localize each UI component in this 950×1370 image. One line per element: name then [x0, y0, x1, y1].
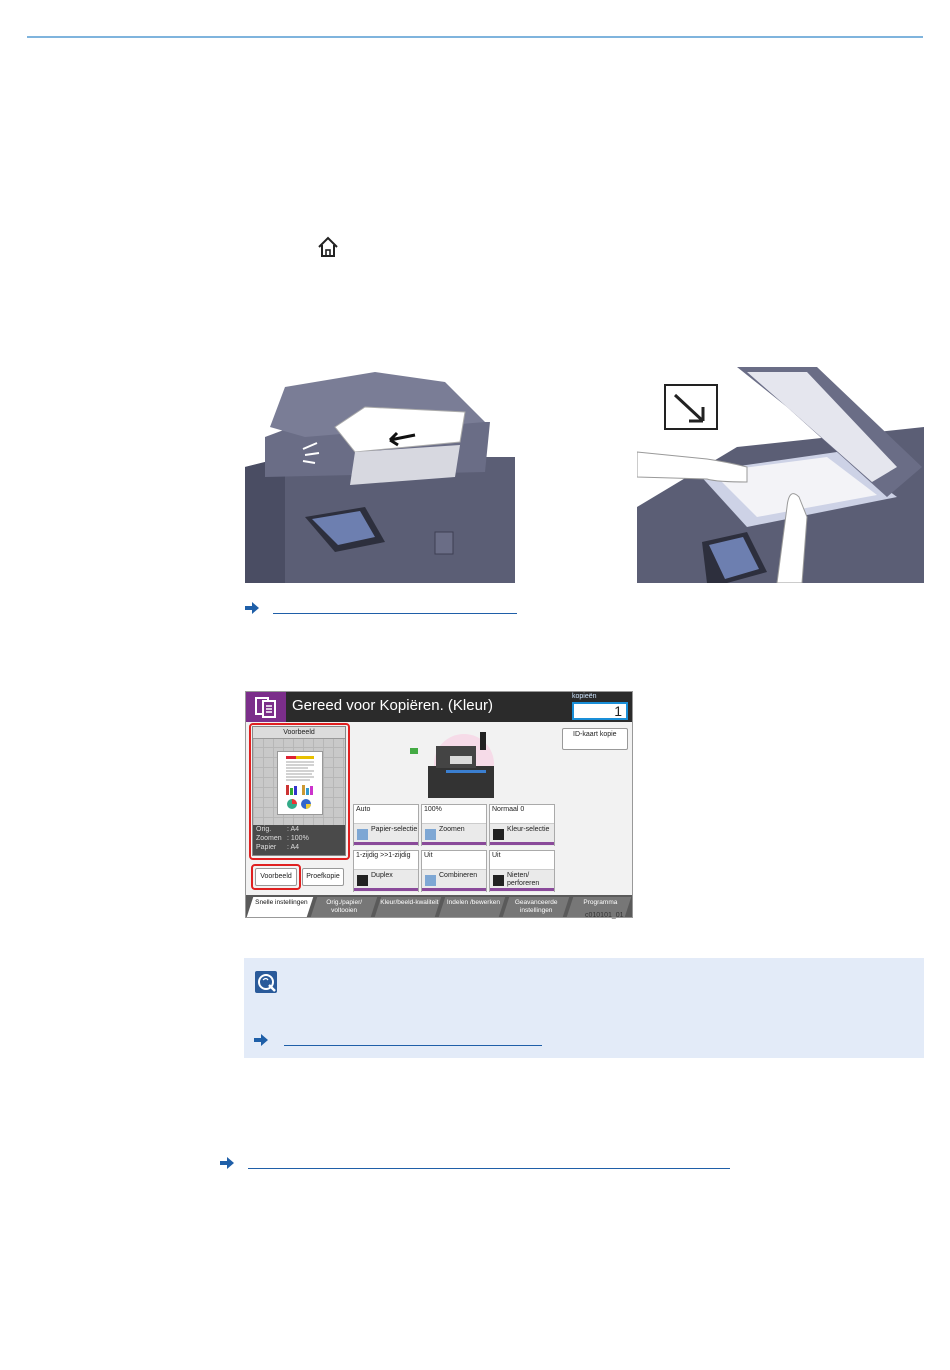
tab-advanced-setup[interactable]: Geavanceerde instellingen: [502, 897, 570, 917]
home-icon: [318, 236, 338, 257]
tab-color-image-quality[interactable]: Kleur/beeld-kwaliteit: [374, 897, 442, 917]
combine-button[interactable]: Uit Combineren: [421, 850, 487, 892]
tab-quick-setup[interactable]: Snelle instellingen: [246, 897, 314, 917]
note-box: [244, 958, 924, 1058]
preview-button[interactable]: Voorbeeld: [255, 868, 297, 886]
preview-header: Voorbeeld: [253, 727, 345, 739]
preview-button-highlight: [251, 864, 301, 890]
preview-info: Orig. : A4 Zoomen : 100% Papier : A4: [253, 825, 345, 855]
preview-panel-highlight: [249, 723, 350, 860]
paper-select-icon: [357, 829, 368, 840]
platen-illustration: [637, 367, 924, 583]
copies-label: kopieën: [572, 693, 597, 700]
proof-copy-button[interactable]: Proefkopie: [302, 868, 344, 886]
reference-link-3[interactable]: [220, 1157, 730, 1169]
preview-thumbnail: [277, 751, 323, 815]
id-card-copy-button[interactable]: ID-kaart kopie: [562, 728, 628, 750]
machine-image: [410, 732, 494, 798]
copy-mode-icon: [246, 692, 286, 722]
note-icon: [255, 971, 277, 993]
copy-screen: Gereed voor Kopiëren. (Kleur) kopieën 1 …: [245, 691, 633, 918]
staple-icon: [493, 875, 504, 886]
reference-link-2[interactable]: [254, 1034, 542, 1046]
screen-header: [246, 692, 632, 722]
arrow-right-icon: [254, 1034, 268, 1046]
copies-field[interactable]: 1: [572, 702, 628, 720]
zoom-icon: [425, 829, 436, 840]
image-code: c010101_01: [585, 912, 624, 919]
preview-panel: Voorbeeld Orig. : A4 Zoomen : 100% Papie…: [252, 726, 346, 856]
zoom-button[interactable]: 100% Zoomen: [421, 804, 487, 846]
header-rule: [27, 36, 923, 38]
document-processor-illustration: [245, 367, 515, 583]
duplex-button[interactable]: 1-zijdig >>1-zijdig Duplex: [353, 850, 419, 892]
tab-org-paper-finishing[interactable]: Orig./papier/ voltooien: [310, 897, 378, 917]
color-select-icon: [493, 829, 504, 840]
arrow-right-icon: [220, 1157, 234, 1169]
combine-icon: [425, 875, 436, 886]
tab-layout-edit[interactable]: Indelen /bewerken: [438, 897, 506, 917]
screen-title: Gereed voor Kopiëren. (Kleur): [292, 697, 493, 714]
color-selection-button[interactable]: Normaal 0 Kleur-selectie: [489, 804, 555, 846]
arrow-right-icon: [245, 602, 259, 614]
duplex-icon: [357, 875, 368, 886]
reference-link-1[interactable]: [245, 602, 517, 614]
staple-punch-button[interactable]: Uit Nieten/ perforeren: [489, 850, 555, 892]
function-tabs: Snelle instellingen Orig./papier/ voltoo…: [246, 895, 632, 917]
paper-selection-button[interactable]: Auto Papier-selectie: [353, 804, 419, 846]
